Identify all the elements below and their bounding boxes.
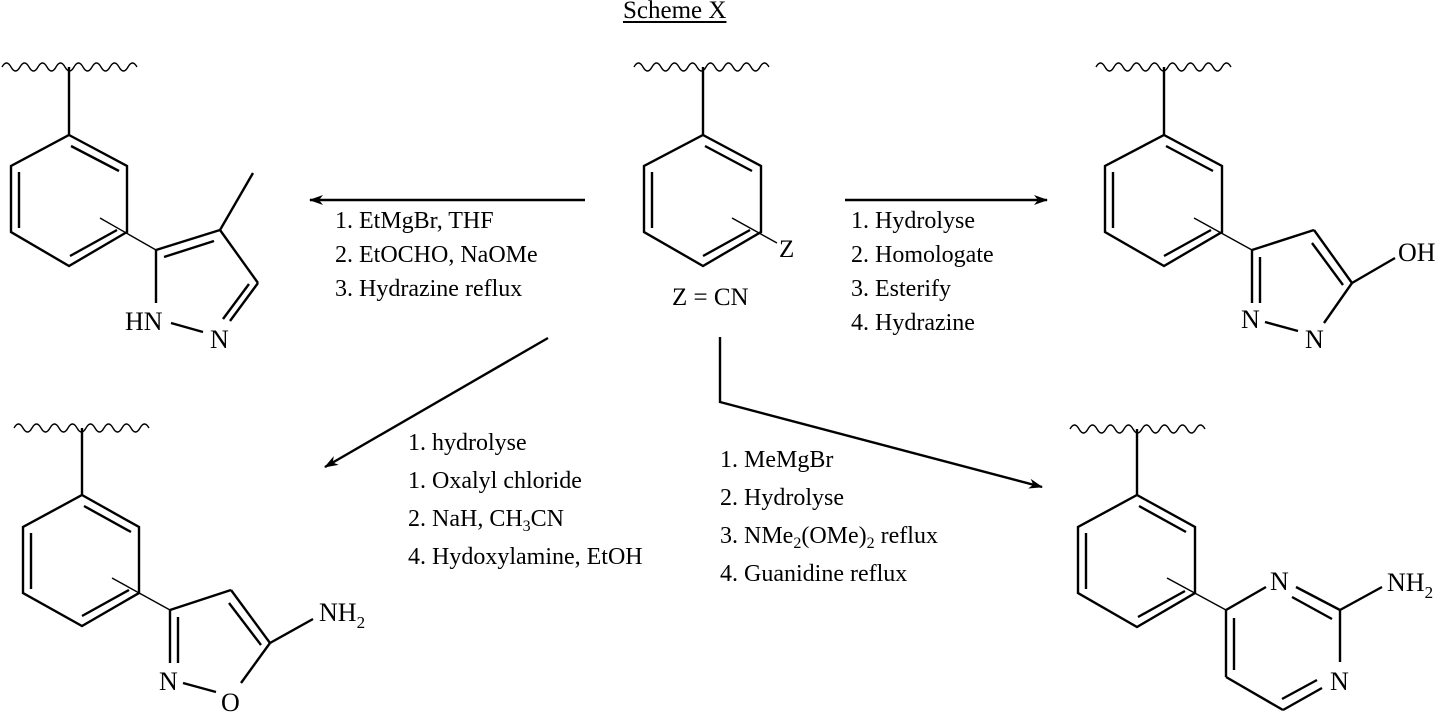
condition-step: 1. EtMgBr, THF [335,204,538,238]
condition-step: 1. Hydrolyse [851,204,994,238]
product-bottom-right: N N NH2 [1070,425,1433,710]
atom-o: O [221,688,240,716]
condition-step: 2. Hydrolyse [720,479,938,517]
atom-n: N [210,325,229,354]
atom-n: N [1305,325,1324,354]
condition-step: 1. MeMgBr [720,441,938,479]
condition-step: 2. NaH, CH3CN [408,500,643,538]
condition-step: 2. EtOCHO, NaOMe [335,238,538,272]
condition-step: 4. Guanidine reflux [720,555,938,593]
condition-step: 2. Homologate [851,238,994,272]
product-bottom-left: N O NH2 [14,424,365,716]
condition-step: 4. Hydrazine [851,306,994,340]
atom-nh2: NH2 [319,598,365,632]
starting-material [634,63,777,266]
conditions-bottom-left: 1. hydrolyse 1. Oxalyl chloride 2. NaH, … [408,424,643,576]
product-top-left: HN N [2,63,258,354]
atom-n: N [1241,305,1260,334]
conditions-bottom-right: 1. MeMgBr 2. Hydrolyse 3. NMe2(OMe)2 ref… [720,441,938,593]
wavy-bond-icon [634,63,769,71]
conditions-top-right: 1. Hydrolyse 2. Homologate 3. Esterify 4… [851,204,994,340]
condition-step: 3. Hydrazine reflux [335,272,538,306]
atom-hn: HN [125,307,163,336]
product-top-right: N N OH [1096,63,1436,354]
z-definition: Z = CN [672,284,749,312]
atom-n: N [1330,667,1349,696]
substituent-z-label: Z [779,236,794,264]
condition-step: 3. NMe2(OMe)2 reflux [720,517,938,555]
condition-step: 4. Hydoxylamine, EtOH [408,538,643,576]
condition-step: 3. Esterify [851,272,994,306]
atom-nh2: NH2 [1387,568,1433,602]
condition-step: 1. Oxalyl chloride [408,462,643,500]
atom-n: N [1270,567,1289,596]
conditions-top-left: 1. EtMgBr, THF 2. EtOCHO, NaOMe 3. Hydra… [335,204,538,306]
atom-n: N [159,667,178,696]
condition-step: 1. hydrolyse [408,424,643,462]
atom-oh: OH [1398,238,1436,267]
